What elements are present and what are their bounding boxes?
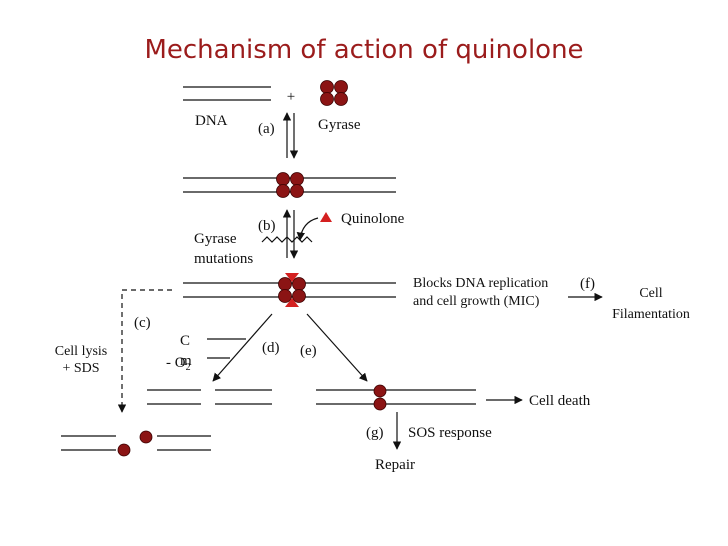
step-e-arrow	[306, 313, 368, 382]
step-d-label: (d)	[262, 340, 280, 356]
dna-gyrase-complex	[183, 172, 396, 198]
free-dna-strands	[183, 86, 271, 101]
cell-death-label: Cell death	[529, 393, 591, 409]
plus-sign: +	[287, 89, 295, 105]
dna-gyrase-damaged	[316, 384, 476, 411]
step-b-label: (b)	[258, 218, 276, 234]
cm-label-line2: m	[180, 353, 192, 369]
step-c-label: (c)	[134, 315, 151, 331]
step-a-label: (a)	[258, 121, 275, 137]
dna-gyrase-quinolone-complex	[183, 273, 396, 307]
quinolone-label: Quinolone	[341, 211, 405, 227]
gyrase-mutation-block-squiggle	[261, 236, 313, 243]
cell-filamentation-line1: Cell	[639, 286, 662, 301]
step-f-label: (f)	[580, 276, 595, 292]
cm-label-line1: C	[180, 333, 190, 349]
cell-lysis-line1: Cell lysis	[55, 344, 108, 359]
gyrase-label: Gyrase	[318, 117, 361, 133]
gyrase-mutations-label-line1: Gyrase	[194, 231, 237, 247]
diagram-title: Mechanism of action of quinolone	[144, 35, 583, 65]
step-g-label: (g)	[366, 425, 384, 441]
cell-filamentation-line2: Filamentation	[612, 307, 690, 322]
cell-lysis-line2: + SDS	[62, 361, 99, 376]
quinolone-marker-icon	[320, 212, 332, 222]
dna-label: DNA	[195, 113, 228, 129]
quinolone-entry-arrow	[296, 217, 319, 241]
sos-response-label: SOS response	[408, 425, 492, 441]
gyrase-mutations-label-line2: mutations	[194, 251, 253, 267]
blocks-replication-line2: and cell growth (MIC)	[413, 294, 540, 309]
blocks-replication-line1: Blocks DNA replication	[413, 276, 548, 291]
step-c-dashed-arrow	[117, 289, 172, 413]
cleaved-dna-reversible	[147, 389, 272, 405]
minus-o2-label: - O2	[166, 355, 191, 373]
step-e-label: (e)	[300, 343, 317, 359]
lysed-broken-dna	[61, 430, 211, 457]
step-d-arrow	[212, 313, 273, 382]
gyrase-complex-icon	[320, 80, 348, 106]
repair-label: Repair	[375, 457, 415, 473]
